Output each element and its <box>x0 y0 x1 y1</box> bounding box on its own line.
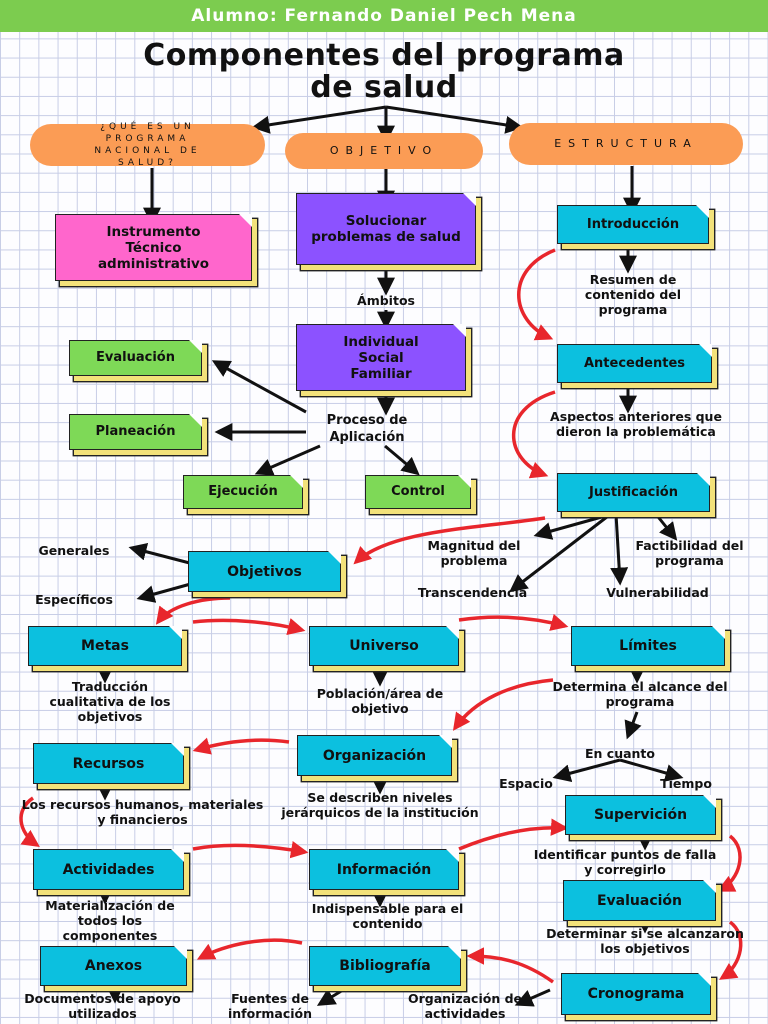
control-box: Control <box>365 475 471 509</box>
question-pill: ¿QUÉ ES UN PROGRAMA NACIONAL DE SALUD? <box>30 122 265 168</box>
tiempo-label: Tiempo <box>660 776 712 791</box>
planeacion-box: Planeación <box>69 414 202 450</box>
supervicion-box: Supervición <box>565 795 716 835</box>
universo-box: Universo <box>309 626 459 666</box>
title-line-2: de salud <box>310 70 458 105</box>
recursos-box: Recursos <box>33 743 184 784</box>
niveles-label: Se describen niveles jerárquicos de la i… <box>281 790 479 820</box>
solucionar-box: Solucionar problemas de salud <box>296 193 476 265</box>
title-line-1: Componentes del programa <box>143 38 625 73</box>
antecedentes-box: Antecedentes <box>557 344 712 383</box>
recursos-desc-label: Los recursos humanos, materiales y finan… <box>21 797 264 827</box>
anexos-box: Anexos <box>40 946 187 986</box>
materializacion-label: Materialización de todos los componentes <box>45 898 175 943</box>
bibliografia-box: Bibliografía <box>309 946 461 986</box>
organizacion-act-label: Organización de actividades <box>407 991 523 1021</box>
cronograma-box: Cronograma <box>561 973 711 1015</box>
objective-pill: OBJETIVO <box>285 133 483 169</box>
espacio-label: Espacio <box>499 776 553 791</box>
justificacion-box: Justificación <box>557 473 710 512</box>
fuentes-label: Fuentes de información <box>227 991 312 1021</box>
limites-box: Límites <box>571 626 725 666</box>
traduccion-label: Traducción cualitativa de los objetivos <box>49 679 171 724</box>
individual-box: Individual Social Familiar <box>296 324 466 391</box>
documentos-label: Documentos de apoyo utilizados <box>24 991 181 1021</box>
metas-box: Metas <box>28 626 182 666</box>
determina-label: Determina el alcance del programa <box>552 679 728 709</box>
determinar-label: Determinar si se alcanzaron los objetivo… <box>546 926 744 956</box>
identificar-label: Identificar puntos de falla y corregirlo <box>533 847 717 877</box>
magnitud-label: Magnitud del problema <box>427 538 521 568</box>
ejecucion-box: Ejecución <box>183 475 303 509</box>
resumen-label: Resumen de contenido del programa <box>584 272 682 317</box>
evaluacion-left-box: Evaluación <box>69 340 202 376</box>
en-cuanto-label: En cuanto <box>585 746 655 761</box>
organizacion-box: Organización <box>297 735 452 776</box>
poblacion-label: Población/área de objetivo <box>316 686 444 716</box>
aspectos-label: Aspectos anteriores que dieron la proble… <box>550 409 722 439</box>
generales-label: Generales <box>38 543 110 558</box>
evaluacion-right-box: Evaluación <box>563 880 716 921</box>
factibilidad-label: Factibilidad del programa <box>635 538 744 568</box>
actividades-box: Actividades <box>33 849 184 890</box>
proceso-label: Proceso de Aplicación <box>326 413 408 445</box>
instrumento-box: Instrumento Técnico administrativo <box>55 214 252 281</box>
objetivos-box: Objetivos <box>188 551 341 592</box>
introduccion-box: Introducción <box>557 205 709 244</box>
ambitos-label: Ámbitos <box>357 293 415 308</box>
especificos-label: Específicos <box>35 592 113 607</box>
student-header: Alumno: Fernando Daniel Pech Mena <box>0 0 768 32</box>
vulnerabilidad-label: Vulnerabilidad <box>606 585 709 600</box>
indispensable-label: Indispensable para el contenido <box>311 901 464 931</box>
transcendencia-label: Transcendencia <box>417 585 528 600</box>
structure-pill: ESTRUCTURA <box>509 123 743 165</box>
informacion-box: Información <box>309 849 459 890</box>
